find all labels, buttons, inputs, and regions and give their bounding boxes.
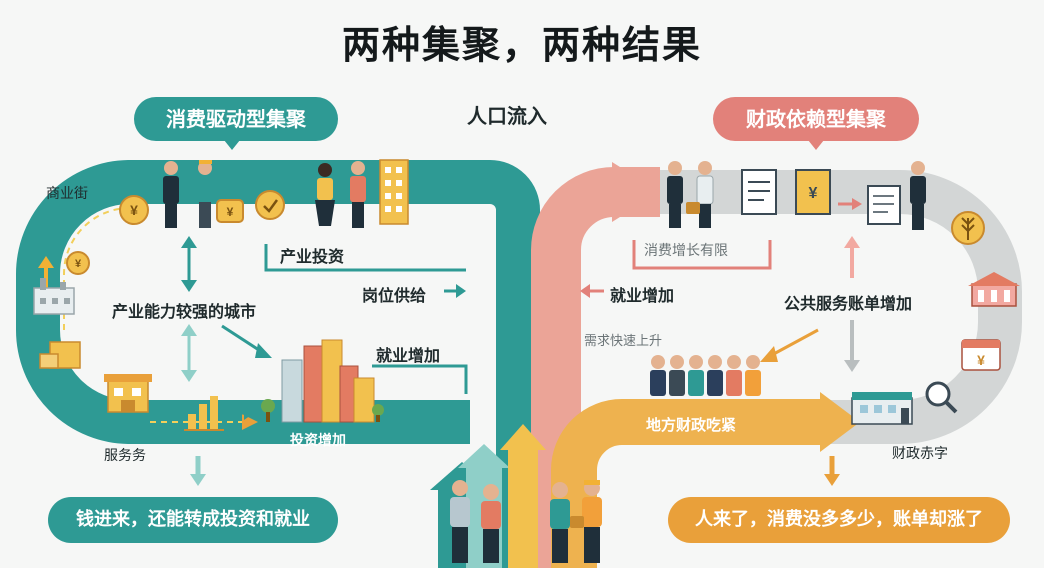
label-industry-investment: 产业投资 bbox=[280, 247, 345, 266]
svg-text:¥: ¥ bbox=[227, 205, 234, 219]
label-deficit: 财政赤字 bbox=[892, 446, 948, 462]
left-header-pill: 消费驱动型集聚 bbox=[134, 97, 338, 141]
label-employment-up-right: 就业增加 bbox=[610, 286, 675, 305]
magnifier-icon bbox=[925, 381, 958, 414]
label-shopping-street: 商业街 bbox=[46, 186, 88, 202]
wheat-coin-icon bbox=[951, 211, 985, 245]
center-label: 人口流入 bbox=[467, 104, 547, 128]
svg-text:¥: ¥ bbox=[75, 258, 82, 270]
industry-investment-bracket bbox=[264, 244, 466, 272]
right-top-people bbox=[667, 161, 714, 228]
demand-diagonal-arrow bbox=[760, 328, 819, 362]
label-city-capacity: 产业能力较强的城市 bbox=[112, 302, 257, 321]
label-investment-up: 投资增加 bbox=[290, 433, 346, 449]
right-conclusion-pill: 人来了，消费没多多少，账单却涨了 bbox=[668, 497, 1010, 543]
building-icon bbox=[379, 159, 409, 225]
left-top-people bbox=[163, 160, 366, 228]
orange-road-arrowhead bbox=[820, 392, 860, 452]
deficit-down-arrow bbox=[824, 456, 840, 486]
employment-left-arrow bbox=[580, 284, 604, 298]
coral-road-arrowhead bbox=[612, 162, 660, 222]
label-job-supply: 岗位供给 bbox=[362, 286, 427, 305]
bar-to-investment-arrow bbox=[228, 406, 254, 420]
public-bills-down-arrow bbox=[844, 320, 860, 372]
city-to-skyline-arrow bbox=[221, 324, 272, 358]
bidirectional-arrow-top bbox=[181, 236, 197, 292]
wallet-icon: ¥ bbox=[216, 199, 244, 223]
invoice-icon bbox=[867, 185, 901, 225]
right-coral-road bbox=[531, 162, 660, 568]
town-hall-icon bbox=[968, 272, 1020, 307]
center-people bbox=[450, 480, 602, 563]
right-gray-road bbox=[660, 170, 1022, 444]
yuan-coin-icon: ¥ bbox=[66, 251, 90, 275]
shop-icon bbox=[104, 374, 152, 413]
document-icon bbox=[741, 169, 777, 215]
crowd-people bbox=[650, 355, 761, 396]
right-header-pointer bbox=[808, 140, 824, 150]
employment-bracket bbox=[372, 364, 468, 394]
limited-consumption-bracket bbox=[632, 240, 772, 270]
yuan-document-icon: ¥ bbox=[795, 169, 831, 215]
right-header-pill: 财政依赖型集聚 bbox=[713, 97, 919, 141]
city-skyline-icon bbox=[261, 339, 384, 423]
yuan-coin-icon: ¥ bbox=[119, 195, 149, 225]
job-supply-arrow bbox=[444, 284, 466, 298]
left-conclusion-pill: 钱进来，还能转成投资和就业 bbox=[48, 497, 338, 543]
label-limited-consumption: 消费增长有限 bbox=[644, 243, 728, 259]
yuan-price-tag-icon: ¥ bbox=[961, 339, 1001, 371]
svg-text:¥: ¥ bbox=[977, 352, 985, 368]
label-demand-rise: 需求快速上升 bbox=[584, 334, 663, 349]
label-services: 服务务 bbox=[104, 448, 146, 464]
svg-text:¥: ¥ bbox=[130, 202, 138, 218]
left-header-pointer bbox=[224, 140, 240, 150]
label-employment-up-left: 就业增加 bbox=[376, 346, 441, 365]
factory-icon bbox=[33, 278, 75, 315]
right-orange-road bbox=[551, 392, 860, 568]
bar-chart-icon bbox=[184, 396, 224, 431]
checkmark-coin-icon bbox=[255, 190, 285, 220]
svg-text:¥: ¥ bbox=[809, 185, 818, 202]
bidirectional-arrow-bottom bbox=[181, 324, 197, 382]
official-person bbox=[910, 161, 926, 230]
label-public-bills: 公共服务账单增加 bbox=[784, 294, 913, 313]
label-fiscal-strain: 地方财政吃紧 bbox=[646, 416, 737, 434]
public-bills-up-arrow bbox=[844, 236, 860, 278]
page-title: 两种集聚，两种结果 bbox=[341, 23, 702, 67]
government-building-icon bbox=[851, 392, 913, 425]
boxes-icon bbox=[39, 341, 81, 369]
doc-to-invoice-arrow bbox=[838, 198, 862, 210]
services-down-arrow bbox=[190, 456, 206, 486]
